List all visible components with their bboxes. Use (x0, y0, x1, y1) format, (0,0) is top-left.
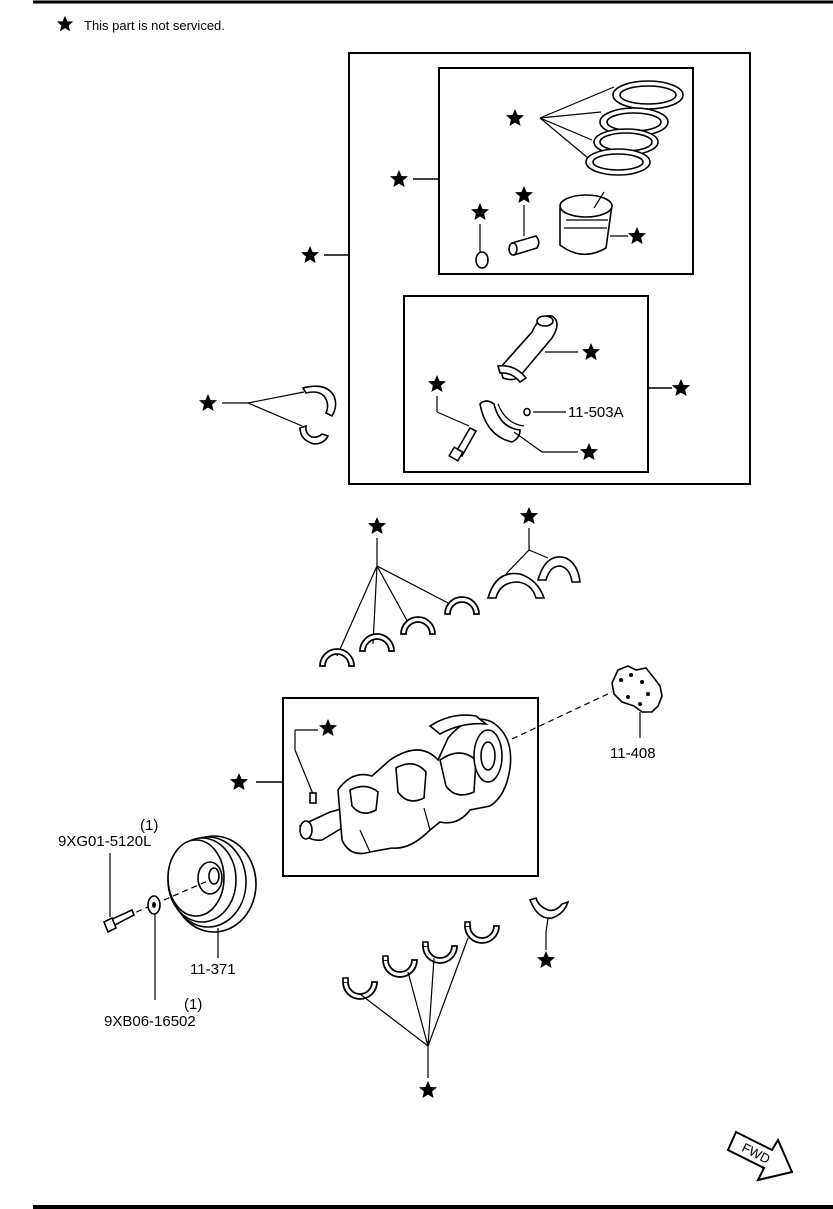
piston-box (438, 67, 694, 275)
connecting-rod-cap (479, 400, 598, 460)
crankshaft-pulley: 11-371 (167, 835, 257, 978)
star-icon (471, 203, 489, 220)
star-icon (368, 517, 386, 534)
star-icon (537, 951, 555, 968)
star-icon (419, 1081, 437, 1098)
main-bearings-upper (319, 517, 480, 667)
thrust-bearings (486, 507, 581, 599)
piston-rings (506, 80, 684, 176)
snap-ring (471, 203, 489, 269)
star-icon (428, 375, 446, 392)
star-icon (582, 343, 600, 360)
star-icon (506, 109, 524, 126)
bolt-quantity: (1) (140, 817, 158, 834)
piston-connecting-rod-assembly: 11-503A (301, 52, 751, 485)
forward-direction-arrow: FWD (726, 1130, 794, 1182)
part-label-11-408: 11-408 (610, 745, 656, 762)
connecting-rod (496, 315, 600, 384)
washer-part-number: 9XB06-16502 (104, 1013, 196, 1030)
crankshaft-box (282, 697, 539, 877)
washer-quantity: (1) (184, 996, 202, 1013)
crankshaft-assembly (230, 697, 539, 877)
star-icon (301, 246, 319, 263)
crankshaft-sprocket: 11-408 (511, 665, 663, 762)
part-label-11-503A: 11-503A (568, 404, 624, 421)
legend: This part is not serviced. (56, 15, 225, 33)
bolt-part-number: 9XG01-5120L (58, 833, 151, 850)
piston (559, 191, 646, 256)
star-icon (56, 15, 74, 32)
rod-bolt (428, 375, 478, 462)
star-icon (199, 394, 217, 411)
connecting-rod-box (403, 295, 649, 473)
star-icon (230, 773, 248, 790)
crankshaft (298, 714, 512, 855)
crankshaft-plug (294, 719, 337, 804)
main-bearings-lower (342, 921, 500, 1098)
connecting-rod-bearing (199, 385, 337, 445)
star-icon (580, 443, 598, 460)
outer-assembly-box (348, 52, 751, 485)
star-icon (628, 227, 646, 244)
star-icon (520, 507, 538, 524)
rod-nut: 11-503A (523, 404, 624, 421)
star-icon (515, 186, 533, 203)
star-icon (672, 379, 690, 396)
star-icon (319, 719, 337, 736)
part-label-11-371: 11-371 (190, 961, 236, 978)
crankshaft-pulley-bolt: (1) 9XG01-5120L (58, 817, 211, 934)
legend-text: This part is not serviced. (84, 18, 225, 33)
star-icon (390, 170, 408, 187)
thrust-bearing-lower (528, 896, 570, 968)
crankshaft-pulley-washer: (1) 9XB06-16502 (104, 895, 202, 1030)
piston-pin (508, 186, 540, 257)
